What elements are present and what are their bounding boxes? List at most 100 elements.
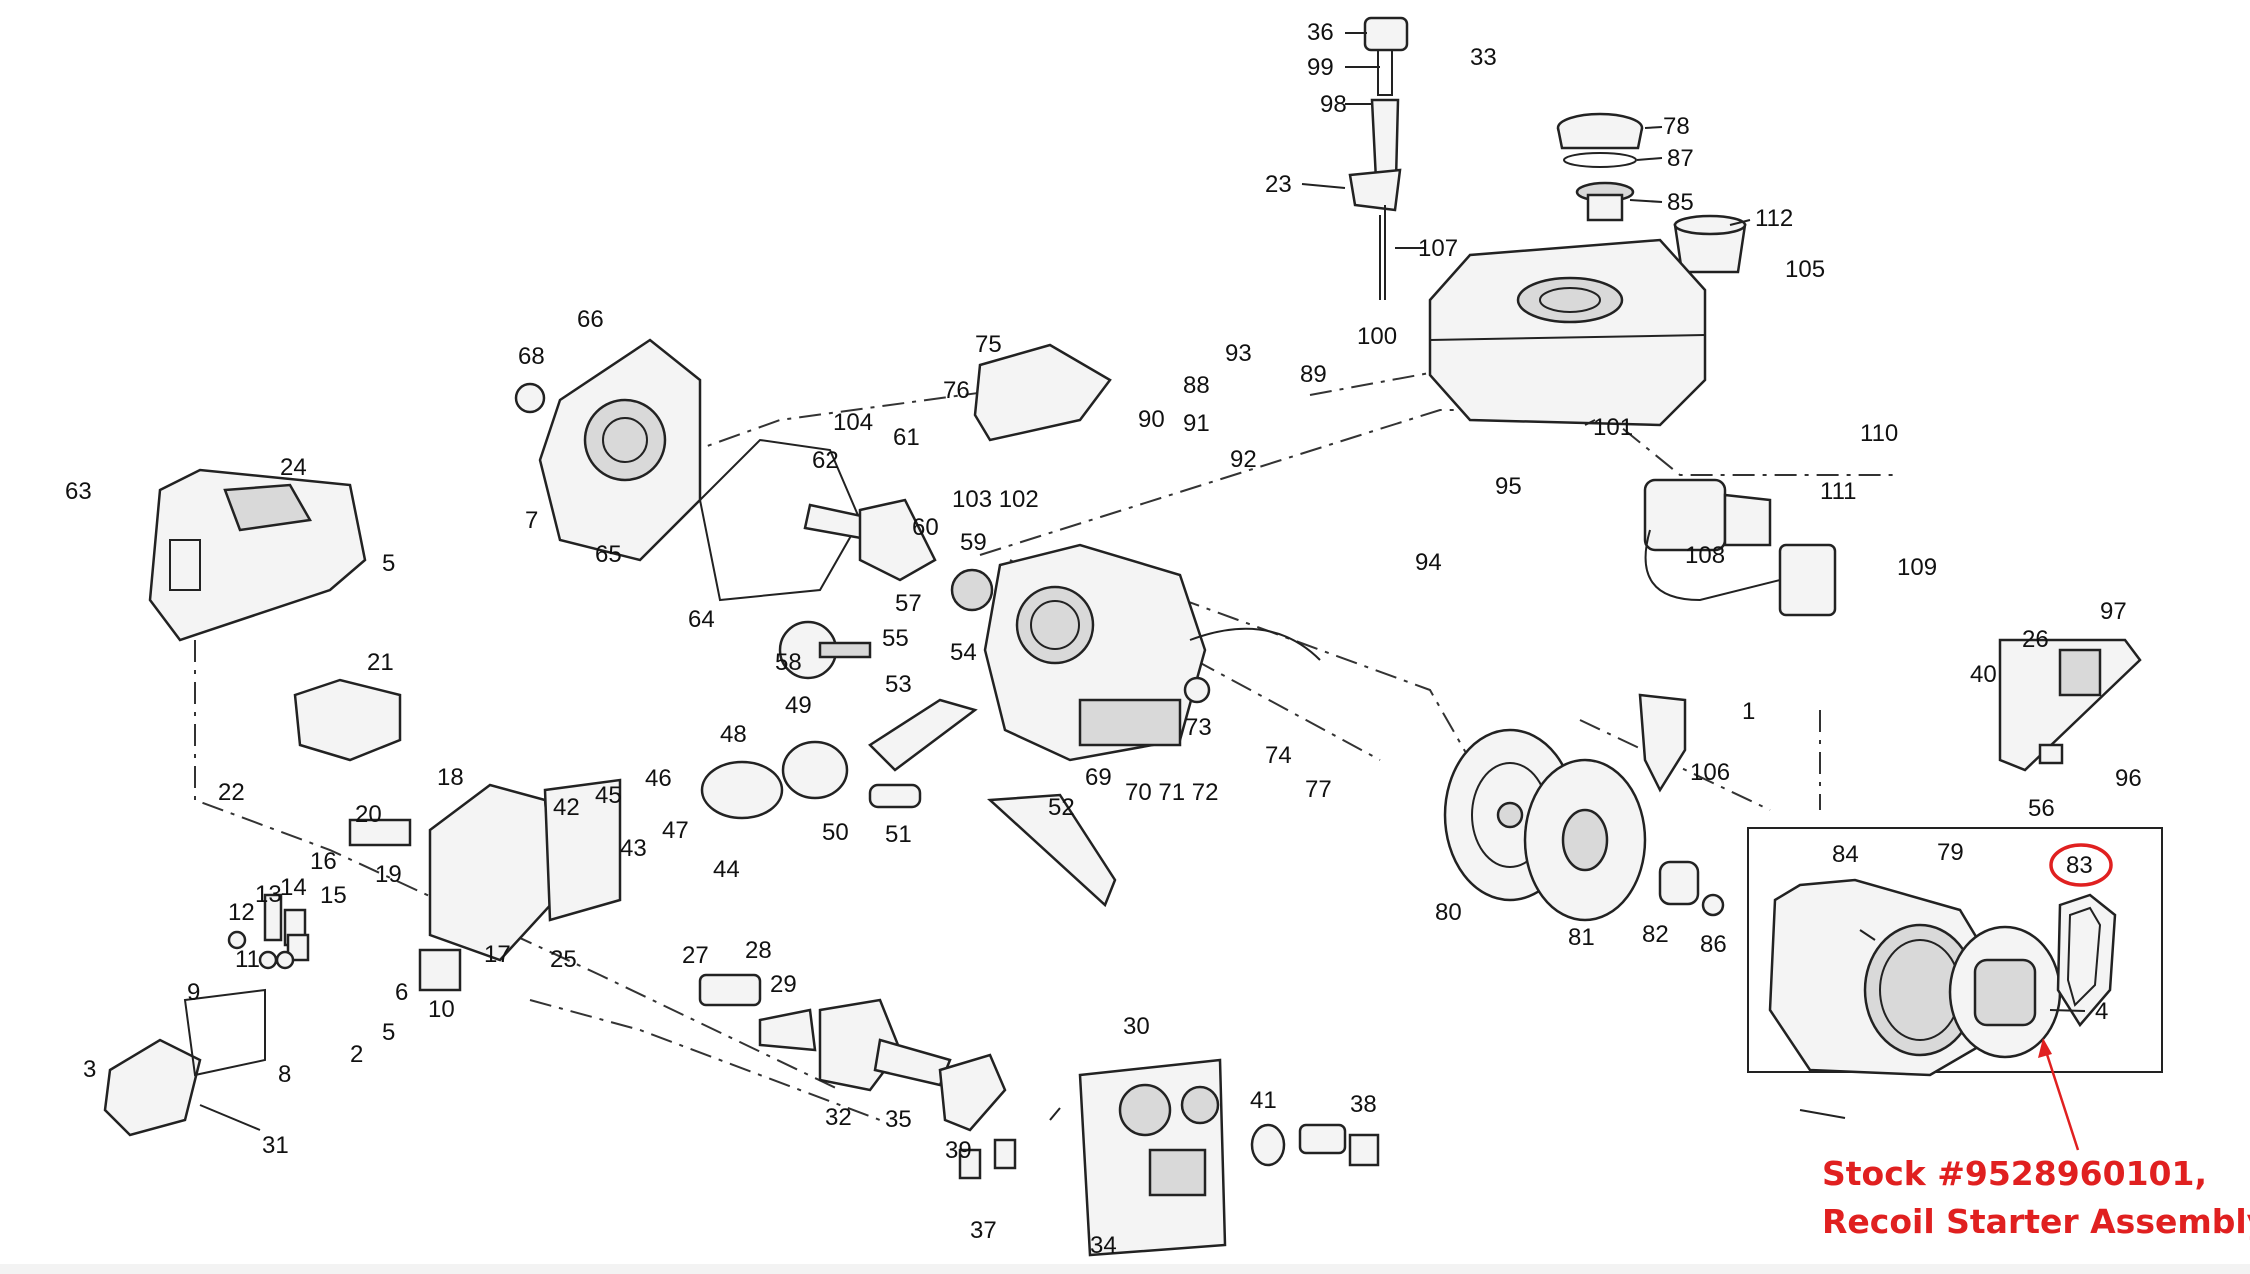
label-52: 52 (1048, 794, 1075, 821)
label-91: 91 (1183, 410, 1210, 437)
switch-group (1250, 1123, 1380, 1167)
label-61: 61 (893, 424, 920, 451)
label-43: 43 (620, 835, 647, 862)
carburetor (698, 973, 1007, 1132)
leader-lines (1049, 32, 2086, 1121)
label-95: 95 (1495, 473, 1522, 500)
label-100: 100 (1357, 323, 1397, 350)
label-12: 12 (228, 899, 255, 926)
label-36: 36 (1307, 19, 1334, 46)
control-panel (958, 1058, 1227, 1257)
label-65: 65 (595, 541, 622, 568)
label-13: 13 (255, 881, 282, 908)
label-79: 80 (1435, 899, 1462, 926)
label-5a: 5 (382, 550, 395, 577)
label-87: 87 (1667, 145, 1694, 172)
control-bracket (1998, 638, 2142, 772)
label-74: 74 (1265, 742, 1292, 769)
valve-cover (103, 988, 266, 1137)
air-cleaner (293, 678, 402, 762)
label-37: 34 (1090, 1232, 1117, 1259)
label-15: 15 (320, 882, 347, 909)
label-44: 44 (713, 856, 740, 883)
label-84: 84 (1832, 841, 1859, 868)
fuel-tube-group (1348, 16, 1409, 300)
label-70-71-72: 70 71 72 (1125, 779, 1218, 806)
part-description-text: Recoil Starter Assembly (1822, 1202, 2250, 1241)
label-111: 111 (1820, 478, 1856, 505)
label-105: 105 (1785, 256, 1825, 283)
label-90: 90 (1138, 406, 1165, 433)
label-22: 22 (218, 779, 245, 806)
label-23a: 23 (1265, 171, 1292, 198)
cylinder-head (348, 778, 622, 992)
label-17: 17 (484, 941, 511, 968)
label-96: 96 (2115, 765, 2142, 792)
label-28: 28 (745, 937, 772, 964)
label-23b: 79 (1937, 839, 1964, 866)
label-64: 64 (688, 606, 715, 633)
label-48: 48 (720, 721, 747, 748)
label-39: 30 (1123, 1013, 1150, 1040)
label-9: 5 (382, 1019, 395, 1046)
label-56: 56 (2028, 795, 2055, 822)
label-106: 106 (1690, 759, 1730, 786)
label-89: 89 (1300, 361, 1327, 388)
cooling-fan (1523, 758, 1647, 922)
label-21: 21 (367, 649, 394, 676)
label-6: 8 (278, 1061, 291, 1088)
label-8: 2 (350, 1041, 363, 1068)
label-35: 39 (945, 1137, 972, 1164)
label-86: 4 (2095, 998, 2108, 1025)
recoil-starter-box (1747, 827, 2163, 1077)
label-40: 40 (1970, 661, 1997, 688)
label-63: 63 (65, 478, 92, 505)
label-42: 42 (553, 794, 580, 821)
label-66: 66 (577, 306, 604, 333)
label-50: 50 (822, 819, 849, 846)
starter-cup (1658, 860, 1725, 917)
label-33: 33 (1470, 44, 1497, 71)
label-104: 104 (833, 409, 873, 436)
label-18: 18 (437, 764, 464, 791)
label-45: 45 (595, 782, 622, 809)
label-5b: 6 (395, 979, 408, 1006)
fuel-tank (1428, 238, 1707, 427)
shroud (1638, 693, 1687, 793)
label-82: 86 (1700, 931, 1727, 958)
label-49: 49 (785, 692, 812, 719)
label-19: 19 (375, 861, 402, 888)
label-76: 76 (943, 377, 970, 404)
fan-cover (148, 468, 367, 642)
label-93: 93 (1225, 340, 1252, 367)
label-54: 54 (950, 639, 977, 666)
label-83: 83 (2066, 852, 2093, 879)
label-2: 3 (83, 1056, 96, 1083)
label-75: 75 (975, 331, 1002, 358)
label-11: 11 (235, 946, 260, 973)
label-20: 20 (355, 801, 382, 828)
label-31: 32 (825, 1104, 852, 1131)
label-47: 47 (662, 817, 689, 844)
label-29: 29 (770, 971, 797, 998)
stock-callout: Stock #9528960101, Recoil Starter Assemb… (1822, 1150, 2250, 1246)
label-68: 68 (518, 343, 545, 370)
label-92: 92 (1230, 446, 1257, 473)
label-38: 37 (970, 1217, 997, 1244)
label-94: 94 (1415, 549, 1442, 576)
label-24: 24 (280, 454, 307, 481)
starter-motor (1643, 478, 1837, 617)
label-3: 31 (262, 1132, 289, 1159)
valve-parts (227, 893, 310, 970)
label-109: 109 (1897, 554, 1937, 581)
engine-block (983, 543, 1321, 762)
highlight-marker (2038, 843, 2113, 1151)
label-58: 58 (775, 649, 802, 676)
label-110: 110 (1860, 420, 1898, 447)
label-103-102: 103 102 (952, 486, 1039, 513)
label-53: 53 (885, 671, 912, 698)
label-1a: 1 (1742, 698, 1755, 725)
label-62: 62 (812, 447, 839, 474)
fuel-cap-group (1556, 112, 1747, 274)
